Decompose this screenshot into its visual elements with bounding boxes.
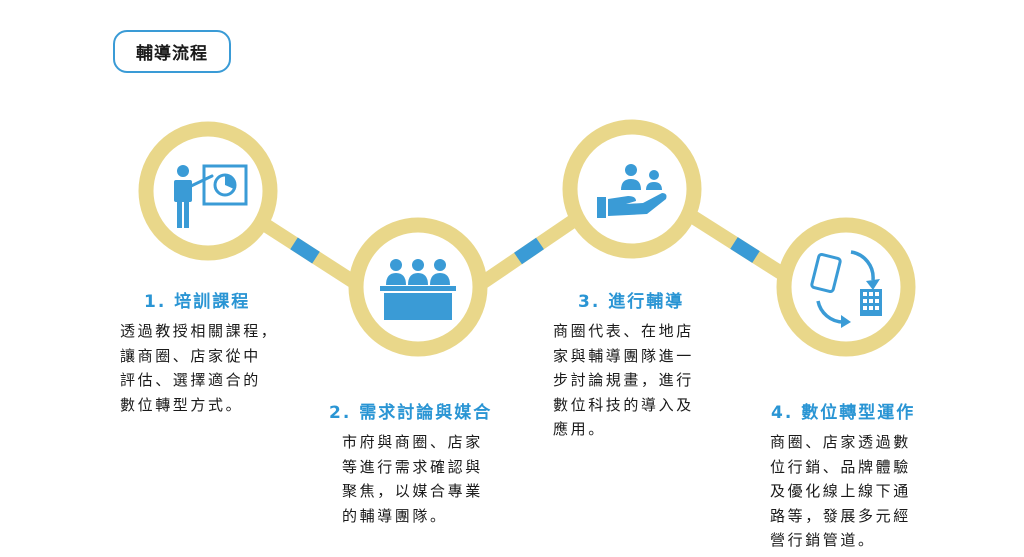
step-3-desc-line: 商圈代表、在地店: [553, 322, 694, 340]
step-3-desc-line: 步討論規畫，進行: [553, 371, 694, 389]
step-4-desc-line: 營行銷管道。: [770, 531, 876, 549]
step-2-desc-line: 的輔導團隊。: [342, 506, 448, 525]
step-3-description: 商圈代表、在地店 家與輔導團隊進一 步討論規畫，進行 數位科技的導入及 應用。: [553, 319, 694, 442]
meeting-icon: [380, 259, 456, 320]
step-1-desc-line: 數位轉型方式。: [120, 395, 244, 414]
step-3-desc-line: 應用。: [553, 420, 606, 438]
page-title: 輔導流程: [113, 30, 231, 73]
step-4-desc-line: 及優化線上線下通: [770, 482, 911, 500]
connector-1-2: [249, 211, 361, 290]
step-1-ring: [138, 121, 278, 261]
step-2-desc-line: 等進行需求確認與: [342, 457, 483, 476]
step-4-desc-line: 商圈、店家透過數: [770, 433, 911, 451]
step-2-desc-line: 市府與商圈、店家: [342, 433, 483, 451]
step-1-desc-line: 透過教授相關課程，: [120, 322, 279, 340]
connector-2-3: [475, 211, 583, 291]
digital-transform-icon: [810, 250, 882, 328]
step-3-title: 3. 進行輔導: [578, 292, 685, 312]
step-3-desc-line: 數位科技的導入及: [553, 395, 694, 414]
step-4-desc-line: 位行銷、品牌體驗: [770, 457, 911, 476]
step-3-desc-line: 家與輔導團隊進一: [553, 346, 694, 365]
step-1-desc-line: 讓商圈、店家從中: [120, 346, 261, 365]
hand-support-icon: [597, 164, 667, 218]
step-4-ring: [776, 217, 916, 357]
presentation-icon: [174, 164, 248, 228]
step-2-title: 2. 需求討論與媒合: [329, 403, 493, 423]
step-4-title: 4. 數位轉型運作: [771, 403, 916, 423]
step-4-description: 商圈、店家透過數 位行銷、品牌體驗 及優化線上線下通 路等，發展多元經 營行銷管…: [770, 430, 911, 553]
page-title-text: 輔導流程: [136, 44, 208, 64]
step-4-desc-line: 路等，發展多元經: [770, 506, 911, 525]
step-1-description: 透過教授相關課程， 讓商圈、店家從中 評估、選擇適合的 數位轉型方式。: [120, 319, 278, 417]
step-2-description: 市府與商圈、店家 等進行需求確認與 聚焦，以媒合專業 的輔導團隊。: [342, 430, 483, 528]
step-1-title: 1. 培訓課程: [144, 292, 251, 312]
step-2-desc-line: 聚焦，以媒合專業: [342, 482, 483, 500]
step-1-desc-line: 評估、選擇適合的: [120, 371, 261, 389]
